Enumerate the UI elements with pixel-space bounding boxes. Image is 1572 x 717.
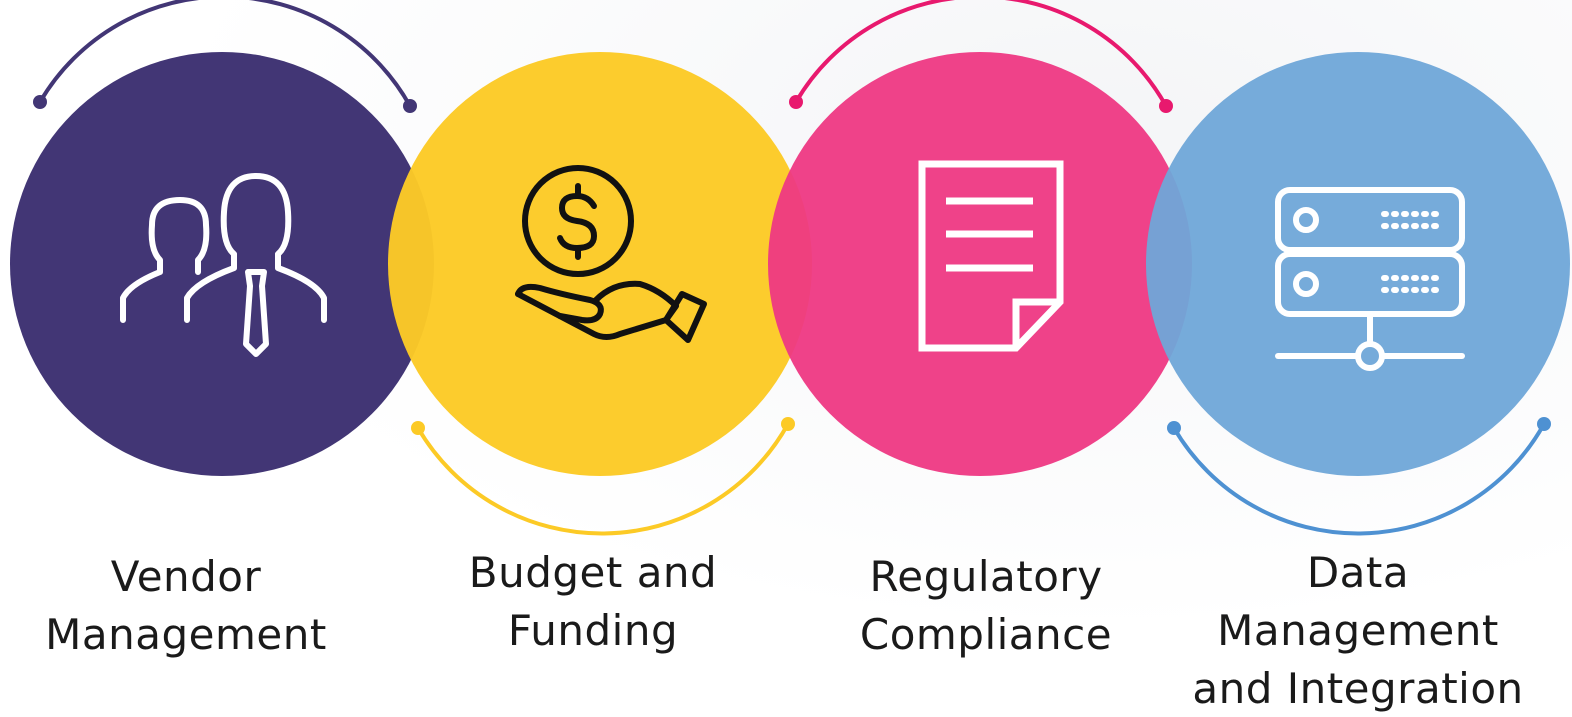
circle-vendor <box>10 52 434 476</box>
arc-regulatory <box>794 0 1168 107</box>
people-icon <box>120 173 327 357</box>
label-line: and Integration <box>1192 664 1524 713</box>
label-regulatory: Regulatory Compliance <box>816 548 1156 664</box>
label-vendor: Vendor Management <box>16 548 356 664</box>
label-data: Data Management and Integration <box>1188 544 1528 717</box>
circle-regulatory <box>768 52 1192 476</box>
arc-dot <box>1159 99 1173 113</box>
arc-dot <box>1537 417 1551 431</box>
arc-dot <box>33 95 47 109</box>
label-line: Management <box>45 610 327 659</box>
arc-data <box>1172 423 1546 536</box>
arc-dot <box>403 99 417 113</box>
decorative-arcs <box>33 0 1551 536</box>
server-icon <box>1275 187 1465 371</box>
money-hand-icon <box>515 165 707 343</box>
step-circles <box>10 52 1570 476</box>
circle-data <box>1146 52 1570 476</box>
label-line: Regulatory <box>869 552 1103 601</box>
arc-dot <box>781 417 795 431</box>
label-line: Budget and <box>468 548 718 597</box>
label-budget: Budget and Funding <box>423 544 763 660</box>
arc-dot <box>411 421 425 435</box>
label-line: Management <box>1217 606 1499 655</box>
circle-budget <box>388 52 812 476</box>
arc-vendor <box>38 0 412 107</box>
arc-dot <box>789 95 803 109</box>
label-line: Compliance <box>859 610 1113 659</box>
label-line: Funding <box>507 606 679 655</box>
arc-dot <box>1167 421 1181 435</box>
label-line: Vendor <box>110 552 262 601</box>
label-line: Data <box>1306 548 1410 597</box>
arc-budget <box>416 423 790 536</box>
document-icon <box>918 160 1064 352</box>
